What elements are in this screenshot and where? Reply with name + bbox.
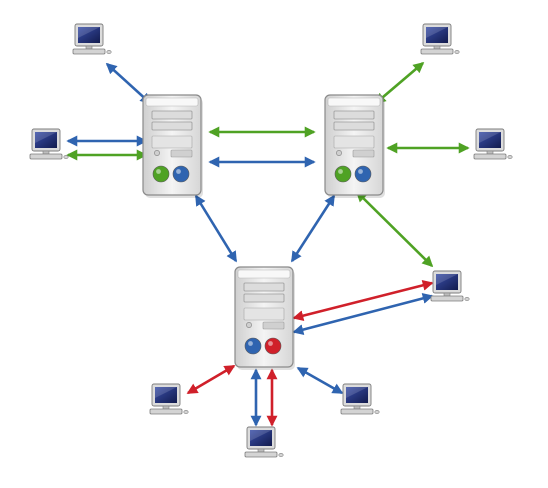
connection-blue-arrow xyxy=(290,194,336,263)
blue-status-light-icon xyxy=(244,337,262,355)
client-bottom-right-computer-icon xyxy=(340,383,380,415)
server-tower-left-icon xyxy=(142,94,203,198)
green-status-light-icon xyxy=(334,165,352,183)
connection-blue-arrow xyxy=(105,62,152,105)
client-bottom-computer-icon xyxy=(244,426,284,458)
clients-layer xyxy=(29,23,513,458)
client-left-computer-icon xyxy=(29,128,69,160)
connections-layer xyxy=(66,61,470,427)
client-right-computer-icon xyxy=(473,128,513,160)
servers-layer xyxy=(142,94,385,370)
connection-blue-arrow xyxy=(296,366,344,395)
client-far-right-computer-icon xyxy=(430,270,470,302)
blue-status-light-icon xyxy=(172,165,190,183)
red-status-light-icon xyxy=(264,337,282,355)
client-bottom-left-computer-icon xyxy=(149,383,189,415)
connection-blue-arrow xyxy=(292,293,434,335)
green-status-light-icon xyxy=(152,165,170,183)
connection-blue-arrow xyxy=(194,194,238,263)
client-top-right-computer-icon xyxy=(420,23,460,55)
server-tower-right-icon xyxy=(324,94,385,198)
connection-green-arrow xyxy=(374,61,425,105)
server-tower-bottom-icon xyxy=(234,266,295,370)
client-top-left-computer-icon xyxy=(72,23,112,55)
connection-green-arrow xyxy=(355,190,434,268)
connection-red-arrow xyxy=(186,364,236,395)
blue-status-light-icon xyxy=(354,165,372,183)
